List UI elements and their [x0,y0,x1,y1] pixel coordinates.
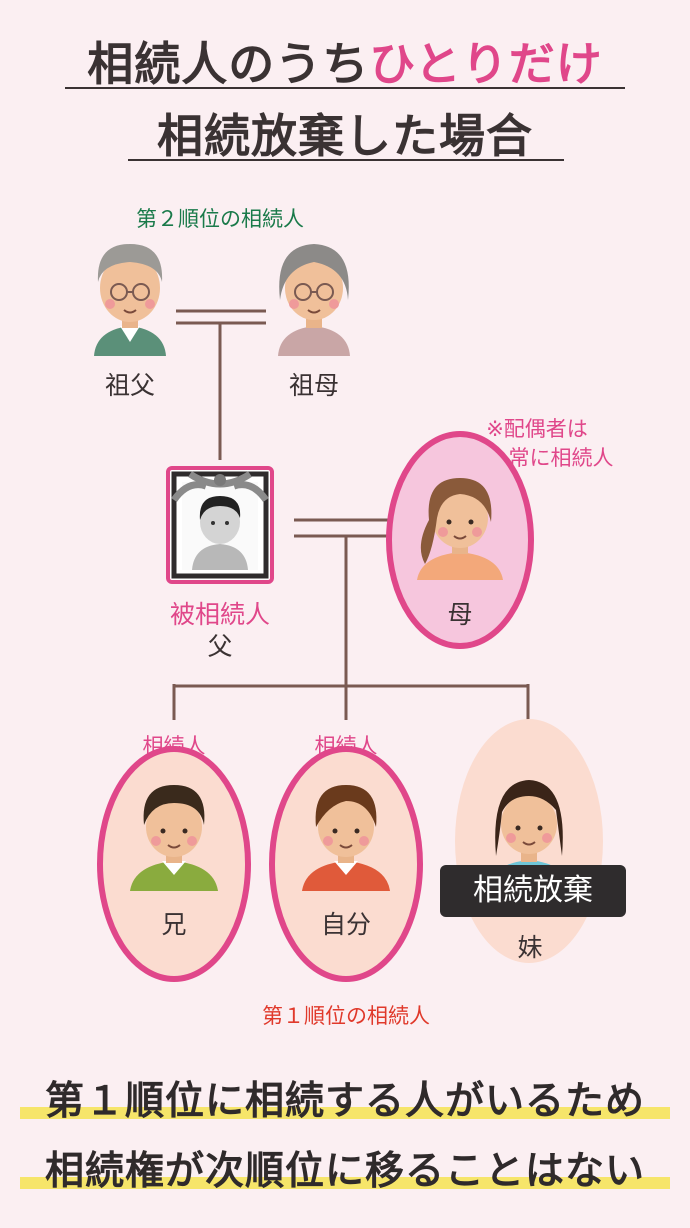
highlight-line-2 [20,1177,670,1189]
conclusion-line-2: 相続権が次順位に移ることはない [44,1149,645,1194]
father-label: 父 [207,632,233,661]
grandfather-label: 祖父 [104,371,155,400]
mother-label: 母 [447,600,473,629]
self-node [269,746,423,982]
grandfather-avatar [94,244,166,356]
self-label: 自分 [320,910,371,939]
renounce-badge: 相続放棄 [440,865,626,917]
second-rank-label: 第２順位の相続人 [136,207,304,231]
first-rank-label: 第１順位の相続人 [262,1004,430,1028]
brother-label: 兄 [161,910,187,939]
decedent-role-label: 被相続人 [169,600,270,629]
sister-label: 妹 [517,933,543,962]
grandmother-avatar [278,244,350,356]
spouse-note-line-2: 常に相続人 [508,446,614,470]
title-line-1: 相続人のうちひとりだけ [87,37,603,91]
conclusion-line-1: 第１順位に相続する人がいるため [44,1079,645,1124]
grandmother-label: 祖母 [288,371,339,400]
brother-node [97,746,251,982]
title-underline-2 [128,159,564,161]
decedent-portrait [166,466,274,584]
title-line-2: 相続放棄した場合 [157,109,533,163]
mother-node [386,431,534,649]
spouse-note-line-1: ※配偶者は [486,417,588,441]
highlight-line-1 [20,1107,670,1119]
title-underline-1 [65,87,625,89]
